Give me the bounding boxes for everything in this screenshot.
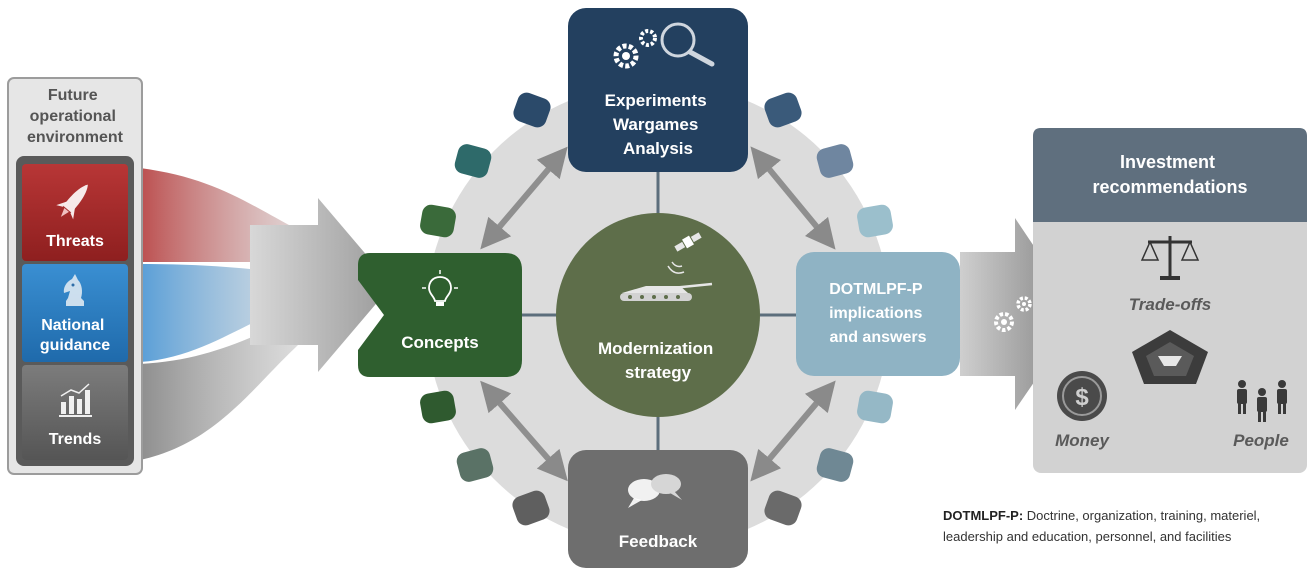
cycle-arrows xyxy=(480,146,836,482)
arrow-concepts-feedback xyxy=(480,380,568,482)
people-icon xyxy=(1237,380,1287,422)
svg-text:$: $ xyxy=(1075,384,1089,411)
threats-item: Threats xyxy=(22,164,128,261)
input-arrow xyxy=(250,198,392,372)
gears-magnifier-icon xyxy=(613,22,715,69)
threats-label: Threats xyxy=(46,233,104,250)
bar-chart-icon xyxy=(59,383,92,417)
dotmlpf-footnote: DOTMLPF-P: Doctrine, organization, train… xyxy=(943,505,1303,547)
concepts-label: Concepts xyxy=(401,333,478,352)
output-arrow xyxy=(960,218,1080,410)
scales-icon xyxy=(1140,236,1200,280)
national-guidance-label: National guidance xyxy=(40,317,110,354)
footnote-term: DOTMLPF-P: xyxy=(943,508,1024,523)
rocket-icon xyxy=(56,184,88,220)
trade-offs-label: Trade-offs xyxy=(1129,295,1212,314)
arrow-concepts-experiments xyxy=(480,146,568,250)
people-label: People xyxy=(1233,431,1289,450)
modernization-label: Modernization strategy xyxy=(598,339,718,382)
concepts-box: Concepts xyxy=(358,253,522,377)
modernization-cycle: Experiments Wargames Analysis Concepts D… xyxy=(358,8,960,568)
feedback-box: Feedback xyxy=(568,450,748,568)
footnote-definition: Doctrine, organization, training, materi… xyxy=(943,508,1261,544)
modernization-strategy: Modernization strategy xyxy=(556,213,760,417)
investment-panel: Investment recommendations Trade-offs $ … xyxy=(1033,128,1307,473)
trends-item: Trends xyxy=(22,365,128,460)
investment-header: Investment recommendations xyxy=(1092,152,1247,197)
experiments-box: Experiments Wargames Analysis xyxy=(568,8,748,172)
input-flow xyxy=(140,168,392,460)
future-environment-panel: Future operational environment Threats N… xyxy=(7,77,143,475)
money-label: Money xyxy=(1055,431,1110,450)
national-guidance-item: National guidance xyxy=(22,264,128,362)
feedback-label: Feedback xyxy=(619,532,698,551)
dotmlpf-label: DOTMLPF-P implications and answers xyxy=(829,281,927,346)
chess-knight-icon xyxy=(63,274,84,306)
dotmlpf-box: DOTMLPF-P implications and answers xyxy=(796,252,960,376)
gears-icon xyxy=(994,296,1032,332)
pentagon-icon xyxy=(1132,330,1208,384)
tank-satellite-icon xyxy=(620,232,713,301)
connectors xyxy=(522,172,798,452)
lightbulb-icon xyxy=(422,270,458,306)
experiments-label: Experiments Wargames Analysis xyxy=(605,91,712,158)
dollar-coin-icon: $ xyxy=(1057,371,1107,421)
arrow-dotmlpf-feedback xyxy=(750,380,836,482)
trends-label: Trends xyxy=(49,431,102,448)
speech-bubbles-icon xyxy=(628,474,682,508)
arrow-experiments-dotmlpf xyxy=(750,146,836,250)
panel-header: Future operational environment xyxy=(27,87,124,146)
